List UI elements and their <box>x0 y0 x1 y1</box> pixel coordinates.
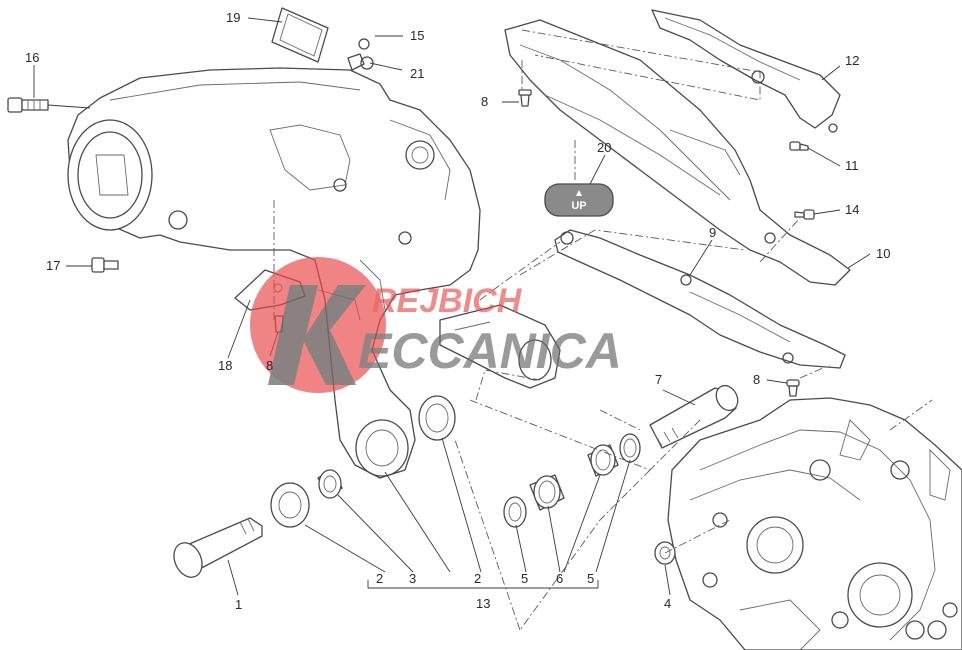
callout-9: 9 <box>709 225 716 240</box>
callout-6: 6 <box>556 571 563 586</box>
chain-guard-12 <box>651 9 841 129</box>
bearing-6-center <box>529 474 565 511</box>
callout-1: 1 <box>235 597 242 612</box>
watermark-logo: REJBICH ECCANICA <box>250 257 622 393</box>
callout-11: 11 <box>845 158 859 173</box>
callout-5-left: 5 <box>521 571 528 586</box>
bearing-6-right <box>587 444 619 477</box>
callout-15: 15 <box>410 28 424 43</box>
bearing-2-lower <box>270 482 310 528</box>
callout-2-left: 2 <box>376 571 383 586</box>
callout-19: 19 <box>226 10 240 25</box>
bolt-17 <box>91 257 119 273</box>
leader-lines <box>33 17 871 596</box>
spacer-3 <box>317 469 343 499</box>
screw-8-lower <box>786 379 800 397</box>
callout-8-top: 8 <box>481 94 488 109</box>
seal-5-right-upper <box>619 433 641 463</box>
swingarm <box>67 67 561 479</box>
callout-13: 13 <box>476 596 490 611</box>
callout-8-left: 8 <box>266 358 273 373</box>
engine-crankcase <box>667 397 962 650</box>
callout-10: 10 <box>876 246 890 261</box>
callout-18: 18 <box>218 358 232 373</box>
pivot-pin-1 <box>173 517 263 578</box>
callout-5-right: 5 <box>587 571 594 586</box>
chain-guard-10 <box>504 19 851 286</box>
callout-2-right: 2 <box>474 571 481 586</box>
callout-7: 7 <box>655 372 662 387</box>
callout-20: 20 <box>597 140 611 155</box>
callout-4: 4 <box>664 596 671 611</box>
callout-14: 14 <box>845 202 859 217</box>
chain-slider-9 <box>554 229 846 369</box>
callout-16: 16 <box>25 50 39 65</box>
callout-12: 12 <box>845 53 859 68</box>
bolt-15-washer-21 <box>347 38 374 71</box>
up-cap-label: UP <box>571 200 586 212</box>
seal-5-center <box>503 496 527 528</box>
callout-21: 21 <box>410 66 424 81</box>
callout-8-right: 8 <box>753 372 760 387</box>
screws-chain-guard <box>518 89 838 220</box>
assembly-lines <box>273 29 933 631</box>
callout-17: 17 <box>46 258 60 273</box>
bolt-16 <box>7 97 49 113</box>
callout-labels: 19 15 21 16 17 18 8 8 12 11 20 14 9 10 8… <box>25 10 890 612</box>
watermark-line2: ECCANICA <box>358 323 622 379</box>
inspection-cover <box>271 7 329 63</box>
up-cap-20: UP <box>544 183 614 217</box>
callout-3: 3 <box>409 571 416 586</box>
watermark-line1: REJBICH <box>372 282 523 320</box>
bearing-2-upper <box>418 395 456 441</box>
shaft-7 <box>649 384 739 449</box>
